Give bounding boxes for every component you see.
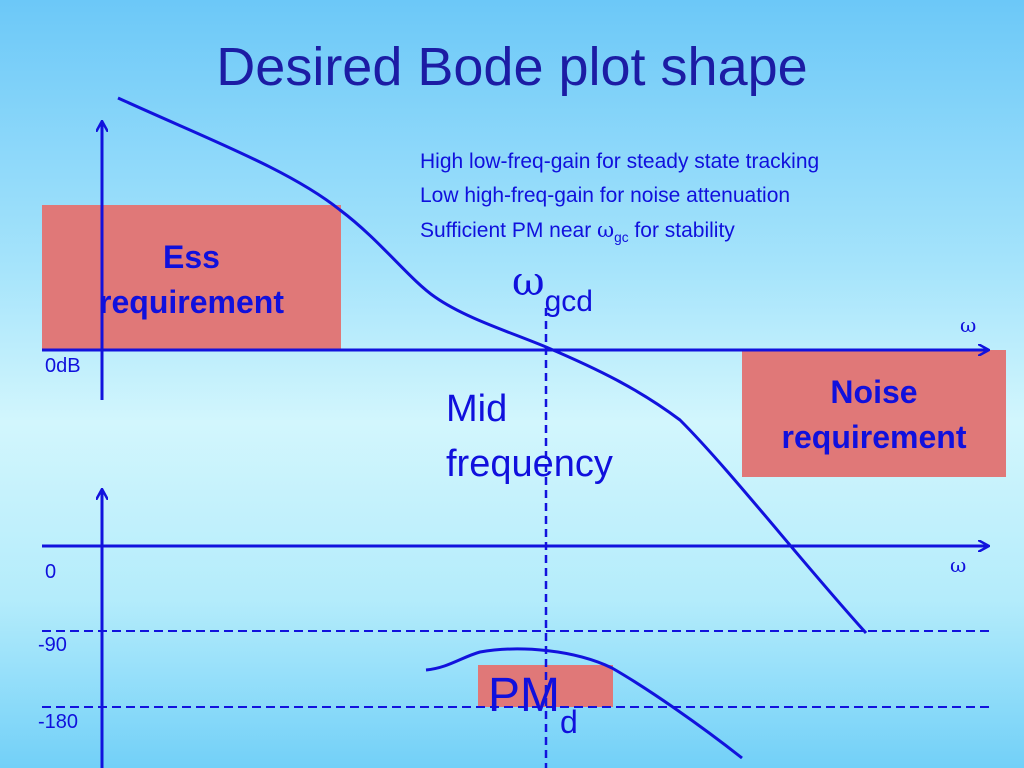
note-phase-margin: Sufficient PM near ωgc for stability <box>420 213 819 255</box>
ess-subtitle: requirement <box>99 283 284 320</box>
crossover-frequency-label: ωgcd <box>512 259 593 317</box>
mid-line-1: Mid <box>446 388 508 430</box>
phase-curve <box>425 647 743 760</box>
magnitude-omega-label: ω <box>960 313 977 337</box>
crossover-subscript: gcd <box>544 285 593 318</box>
noise-subtitle: requirement <box>781 418 967 455</box>
note3-prefix: Sufficient PM near <box>420 219 598 242</box>
slide-title: Desired Bode plot shape <box>216 37 808 97</box>
phase-m90-label: -90 <box>38 634 67 656</box>
note-low-freq-gain: High low-freq-gain for steady state trac… <box>420 150 820 173</box>
pm-subscript: d <box>560 704 578 740</box>
ess-title: Ess <box>163 239 220 275</box>
magnitude-0db-label: 0dB <box>45 355 81 377</box>
noise-title: Noise <box>830 374 918 410</box>
noise-requirement-label: Noise requirement <box>742 370 1006 460</box>
ess-requirement-label: Ess requirement <box>42 235 341 325</box>
ess-requirement-box <box>42 205 341 350</box>
note3-subscript: gc <box>614 230 629 246</box>
design-notes: High low-freq-gain for steady state trac… <box>420 145 819 255</box>
note3-suffix: for stability <box>628 219 735 242</box>
pm-main: PM <box>488 669 560 722</box>
noise-requirement-box <box>742 350 1006 477</box>
phase-omega-label: ω <box>950 553 967 577</box>
mid-frequency-label: Mid frequency <box>446 382 613 492</box>
phase-m180-label: -180 <box>38 711 79 733</box>
crossover-omega-symbol: ω <box>512 259 545 305</box>
phase-0-label: 0 <box>45 561 57 583</box>
phase-margin-label: PMd <box>488 669 578 739</box>
note-high-freq-gain: Low high-freq-gain for noise attenuation <box>420 184 791 207</box>
omega-symbol: ω <box>597 218 615 242</box>
magnitude-curve <box>117 96 868 635</box>
mid-line-2: frequency <box>446 443 613 486</box>
